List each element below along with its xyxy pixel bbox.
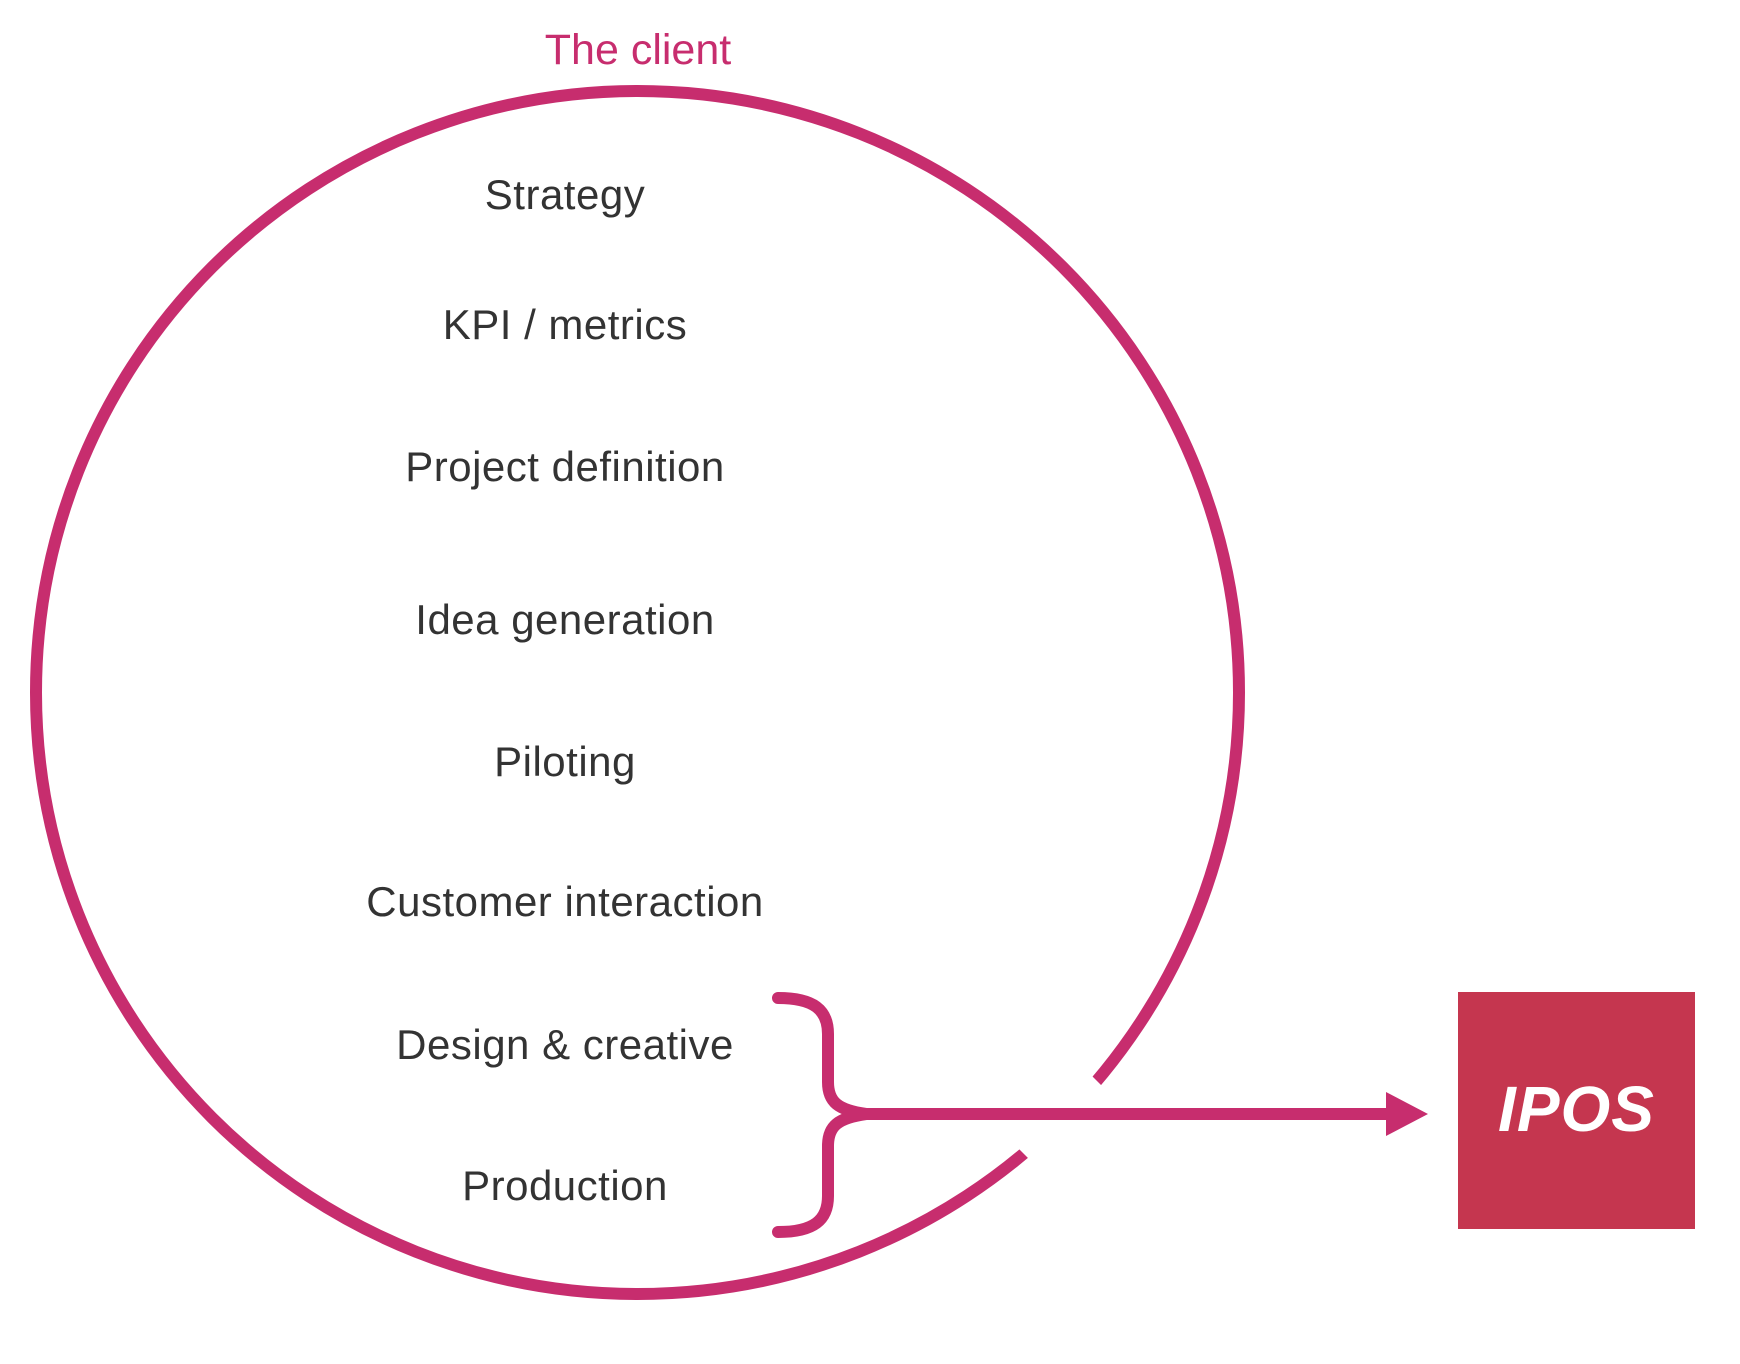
circle-item: Piloting (494, 738, 636, 785)
circle-item: Strategy (484, 171, 646, 218)
client-circle (30, 85, 1245, 1300)
circle-item: Design & creative (396, 1021, 734, 1068)
ipos-logo-text: IPOS (1498, 1072, 1655, 1145)
ipos-logo: IPOS (1458, 992, 1695, 1229)
circle-item: KPI / metrics (442, 301, 688, 348)
circle-item: Idea generation (415, 596, 715, 643)
outsource-arrow-head (1386, 1092, 1428, 1136)
circle-item: Production (462, 1162, 668, 1209)
circle-item: Project definition (405, 443, 725, 490)
circle-item: Customer interaction (366, 878, 764, 925)
client-circle-label: The client (544, 26, 732, 74)
